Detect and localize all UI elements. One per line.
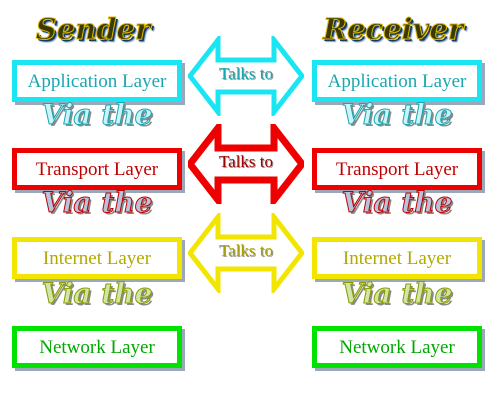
receiver-transport-layer: Transport Layer <box>312 148 482 190</box>
sender-internet-layer-label: Internet Layer <box>42 247 152 269</box>
receiver-heading: Receiver <box>322 12 464 47</box>
internet-double-arrow-icon <box>188 213 304 293</box>
receiver-application-layer: Application Layer <box>312 60 482 102</box>
application-talks-to-label: Talks to <box>218 64 274 83</box>
sender-internet-layer: Internet Layer <box>12 237 182 279</box>
transport-talks-to-label: Talks to <box>218 152 274 171</box>
receiver-via-2: Via the <box>341 186 453 219</box>
sender-via-1: Via the <box>41 98 153 131</box>
receiver-via-3: Via the <box>341 277 453 310</box>
sender-application-layer-label: Application Layer <box>27 70 167 92</box>
receiver-network-layer: Network Layer <box>312 326 482 368</box>
internet-talks-to-label: Talks to <box>218 241 274 260</box>
sender-network-layer-label: Network Layer <box>39 336 155 358</box>
sender-transport-layer: Transport Layer <box>12 148 182 190</box>
sender-via-2: Via the <box>41 186 153 219</box>
sender-via-3: Via the <box>41 277 153 310</box>
sender-heading: Sender <box>35 12 151 47</box>
application-double-arrow-icon <box>188 36 304 116</box>
sender-network-layer: Network Layer <box>12 326 182 368</box>
receiver-transport-layer-label: Transport Layer <box>335 158 459 180</box>
receiver-internet-layer-label: Internet Layer <box>342 247 452 269</box>
sender-application-layer: Application Layer <box>12 60 182 102</box>
receiver-internet-layer: Internet Layer <box>312 237 482 279</box>
receiver-network-layer-label: Network Layer <box>339 336 455 358</box>
sender-transport-layer-label: Transport Layer <box>35 158 159 180</box>
receiver-via-1: Via the <box>341 98 453 131</box>
receiver-application-layer-label: Application Layer <box>327 70 467 92</box>
transport-double-arrow-icon <box>188 124 304 204</box>
